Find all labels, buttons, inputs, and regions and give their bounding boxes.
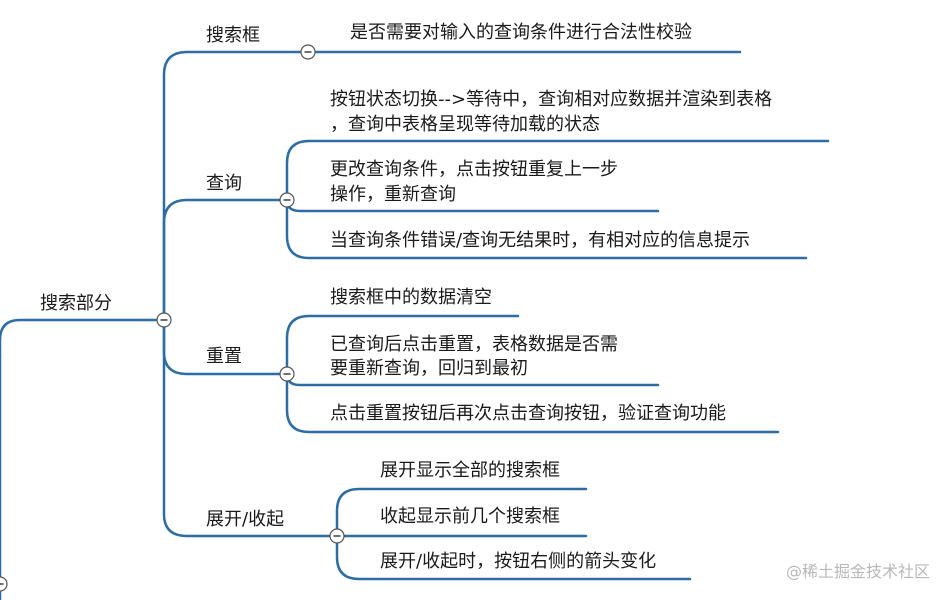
leaf-error-hint: 当查询条件错误/查询无结果时，有相对应的信息提示 (330, 230, 751, 251)
branch-connector-query (162, 198, 289, 322)
watermark: @稀土掘金技术社区 (785, 562, 930, 581)
leaf-connector-expand-3 (335, 534, 692, 581)
collapse-toggles (0, 44, 345, 592)
leaf-change-condition-line2: 操作，重新查询 (330, 184, 456, 205)
leaf-connector-expand-1 (335, 487, 588, 538)
search-box-collapse-icon[interactable] (300, 44, 316, 60)
root-node-label: 搜索部分 (40, 293, 112, 314)
leaf-expand-show-all: 展开显示全部的搜索框 (380, 460, 560, 481)
branch-connector-search-box (162, 50, 310, 322)
branch-label-search-box: 搜索框 (206, 25, 260, 46)
expand-collapse-collapse-icon[interactable] (329, 528, 345, 544)
leaf-connector-reset-3 (285, 372, 780, 434)
leaf-reset-after-query-line2: 要重新查询，回归到最初 (330, 358, 528, 379)
leaf-connector-query-1 (285, 139, 830, 202)
leaf-connector-reset-1 (285, 314, 520, 376)
root-collapse-icon[interactable] (156, 312, 172, 328)
leaf-connector-query-3 (285, 198, 808, 260)
leaf-query-button-state: 按钮状态切换-->等待中，查询相对应数据并渲染到表格 (330, 89, 773, 110)
branch-label-expand-collapse: 展开/收起 (206, 509, 285, 530)
branch-label-reset: 重置 (206, 346, 242, 367)
leaf-collapse-show-few: 收起显示前几个搜索框 (380, 506, 560, 527)
root-connector (0, 318, 166, 357)
reset-collapse-icon[interactable] (279, 366, 295, 382)
leaf-validate-input: 是否需要对输入的查询条件进行合法性校验 (350, 22, 692, 43)
leaf-verify-query: 点击重置按钮后再次点击查询按钮，验证查询功能 (330, 403, 726, 424)
leaf-arrow-change: 展开/收起时，按钮右侧的箭头变化 (380, 551, 657, 572)
trunk-collapse-icon[interactable] (0, 576, 8, 592)
leaf-reset-after-query: 已查询后点击重置，表格数据是否需 (330, 334, 618, 355)
leaf-clear-search-box: 搜索框中的数据清空 (330, 287, 492, 308)
branch-label-query: 查询 (206, 173, 242, 194)
leaf-query-button-state-line2: ，查询中表格呈现等待加载的状态 (330, 114, 600, 135)
query-collapse-icon[interactable] (279, 192, 295, 208)
leaf-change-condition: 更改查询条件，点击按钮重复上一步 (330, 159, 618, 180)
branch-connector-expand-collapse (162, 318, 339, 538)
